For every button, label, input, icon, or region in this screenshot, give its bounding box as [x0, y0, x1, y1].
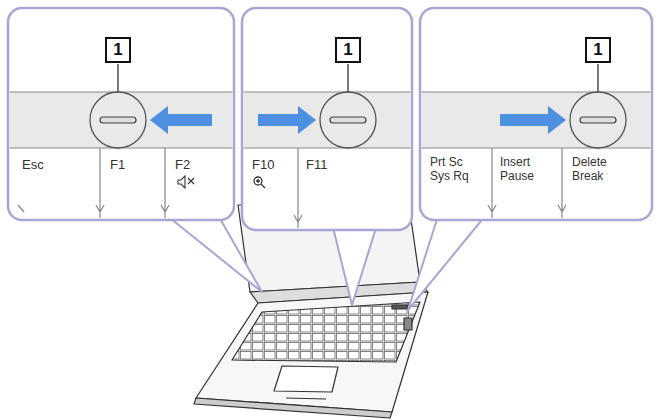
key-label: F1: [110, 158, 125, 173]
laptop: [392, 305, 408, 309]
callout-number: 1: [335, 37, 361, 63]
leader-line: [117, 64, 118, 92]
laptop: [286, 398, 326, 399]
zoom-icon: [254, 177, 265, 188]
callout-number: 1: [105, 37, 131, 63]
highlight-circle: [90, 92, 626, 148]
key-label: Delete Break: [572, 156, 622, 184]
laptop: [232, 302, 420, 362]
key-label: Insert Pause: [500, 156, 550, 184]
zoom-panel: [242, 8, 412, 230]
callout-number: 1: [585, 37, 611, 63]
key-label: Esc: [22, 158, 44, 173]
highlight-circle: [570, 92, 626, 148]
highlight-circle: [320, 92, 376, 148]
indicator-light: [580, 117, 616, 123]
laptop: [196, 292, 428, 412]
laptop: [274, 366, 338, 392]
leader-line: [118, 64, 598, 92]
leader-line: [597, 64, 598, 92]
callout-wedge: [408, 210, 490, 310]
direction-arrow: [150, 106, 566, 134]
key-outline: [244, 92, 411, 228]
leader-line: [347, 64, 348, 92]
indicator-light: [330, 117, 366, 123]
key-outline: [422, 92, 651, 218]
key-label: Prt Sc Sys Rq: [430, 156, 480, 184]
mute-icon: [178, 176, 194, 188]
keyboard-band: [10, 92, 651, 148]
indicator-light: [100, 117, 136, 123]
zoom-icon: [256, 179, 265, 188]
mute-icon: [188, 178, 194, 184]
zoom-panel: [8, 8, 234, 220]
highlight-circle: [90, 92, 146, 148]
zoom-panel: [8, 8, 652, 230]
key-outline: [10, 92, 651, 228]
keyboard-band: [422, 92, 651, 148]
key-label: F2: [175, 158, 190, 173]
key-label: F11: [306, 158, 327, 173]
mute-icon: [178, 176, 185, 188]
laptop: [194, 398, 392, 418]
key-outline: [10, 92, 233, 218]
direction-arrow: [150, 106, 212, 134]
keyboard-band: [244, 92, 411, 148]
direction-arrow: [500, 106, 566, 134]
direction-arrow: [258, 106, 316, 134]
laptop: [404, 318, 412, 330]
keyboard-band: [10, 92, 233, 148]
zoom-panel: [420, 8, 652, 220]
key-label: F10: [252, 158, 274, 173]
